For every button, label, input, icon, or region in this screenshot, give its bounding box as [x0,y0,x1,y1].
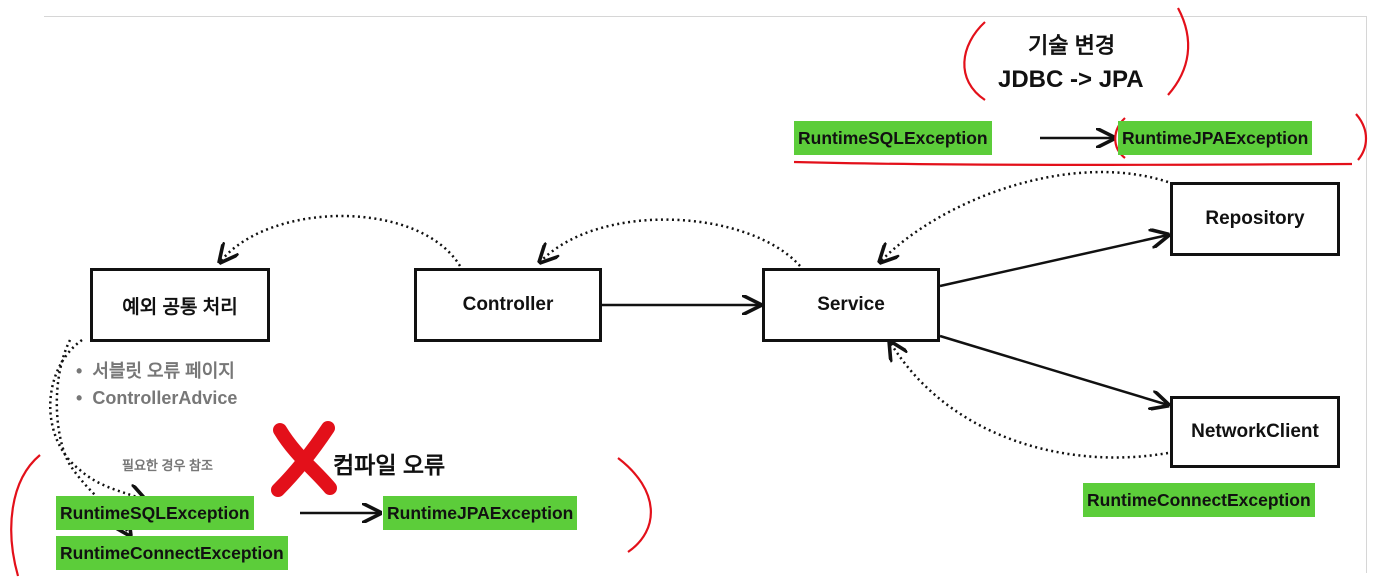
dotted-arrow-controller-to-handler [220,214,462,266]
red-bracket-right-title [1167,7,1190,96]
page-frame [44,16,1367,573]
bullet-item-1: • 서블릿 오류 페이지 [76,357,235,383]
bullet-icon: • [76,361,83,381]
red-bracket-left-bottom [10,454,41,577]
node-repository: Repository [1170,182,1340,256]
top-runtime-sql-exception: RuntimeSQLException [794,121,992,155]
bottom-runtime-sql-exception: RuntimeSQLException [56,496,254,530]
dotted-line-handler-to-connect [55,339,130,535]
bottom-runtime-connect-exception: RuntimeConnectException [56,536,288,570]
red-bracket-right-bottom [617,457,652,553]
bullet-text-2: ControllerAdvice [92,388,238,408]
red-bracket-right-jpa [1355,113,1368,161]
dotted-arrow-repository-to-service [880,170,1169,262]
red-underline-top [793,160,1353,166]
bullet-item-2: • ControllerAdvice [76,388,237,409]
bullet-text-1: 서블릿 오류 페이지 [92,361,235,381]
reference-note: 필요한 경우 참조 [122,458,213,473]
title-line-2: JDBC -> JPA [998,66,1144,93]
bottom-runtime-jpa-exception: RuntimeJPAException [383,496,578,530]
node-exception-handler: 예외 공통 처리 [90,268,270,342]
bullet-icon: • [76,388,83,408]
title-line-1: 기술 변경 [1028,33,1116,58]
arrow-service-to-repository [939,235,1168,288]
compile-error-label: 컴파일 오류 [333,452,446,478]
red-x-mark [271,421,337,497]
top-runtime-jpa-exception: RuntimeJPAException [1118,121,1313,155]
node-network-client: NetworkClient [1170,396,1340,468]
dotted-arrow-networkclient-to-service [890,342,1169,459]
red-bracket-left-title [963,21,986,101]
dotted-line-handler-to-sql [49,338,145,500]
network-runtime-connect-exception: RuntimeConnectException [1083,483,1315,517]
dotted-arrow-service-to-controller [540,218,801,267]
node-service: Service [762,268,940,342]
node-controller: Controller [414,268,602,342]
arrow-service-to-networkclient [939,334,1168,405]
